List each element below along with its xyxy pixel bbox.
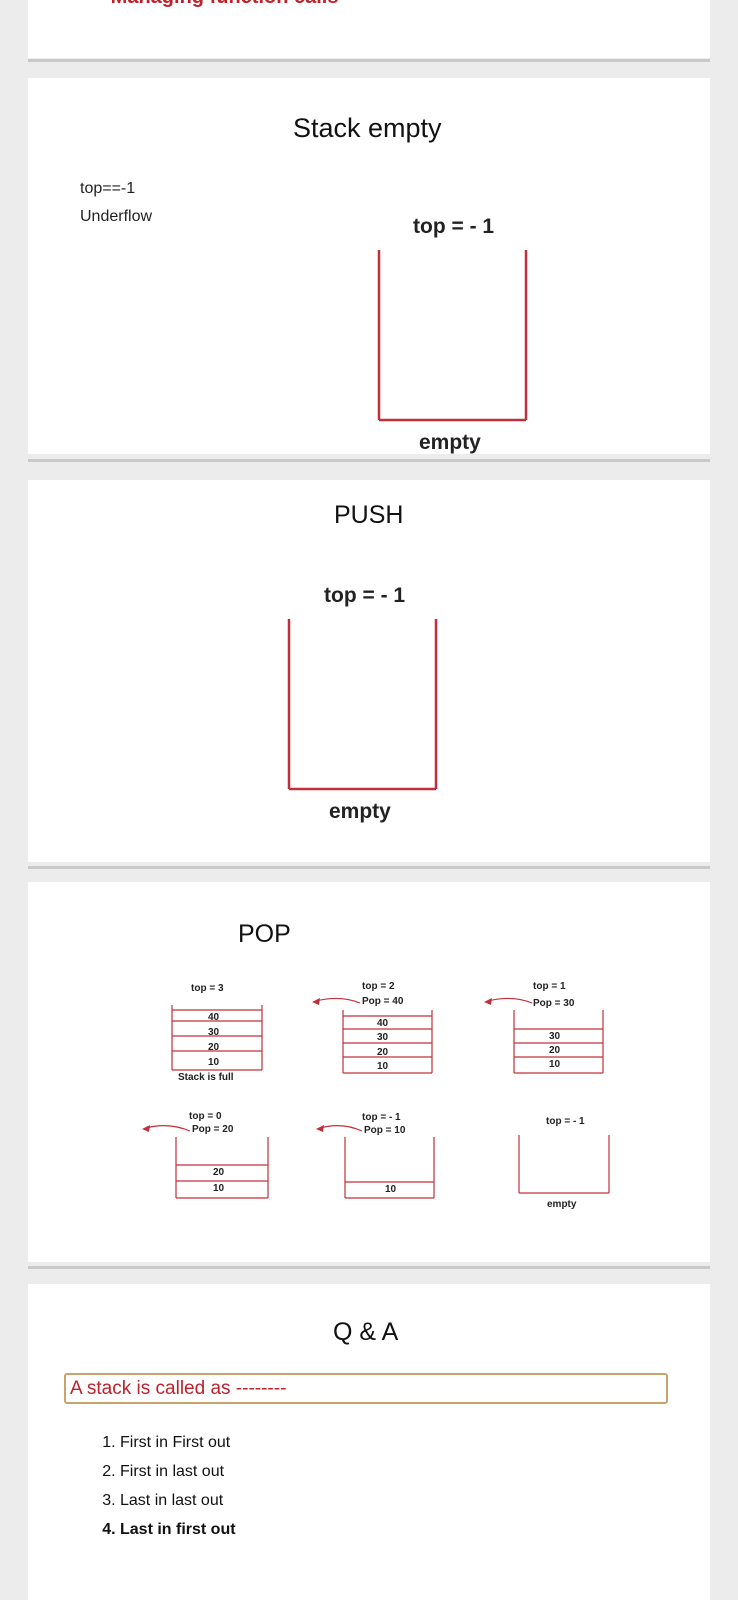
- top-label: top = - 1: [413, 215, 495, 238]
- slide-pop: [28, 882, 710, 1262]
- stack-cell-value: 10: [377, 1061, 389, 1072]
- stack-cell-value: 40: [208, 1012, 220, 1023]
- stack-cell-value: 20: [549, 1045, 561, 1056]
- stack-pop-label: Pop = 40: [362, 996, 404, 1007]
- slide-divider: [28, 59, 710, 62]
- stack-caption: empty: [547, 1199, 577, 1210]
- stack-cell-value: 40: [377, 1018, 389, 1029]
- pop-stack-3: [513, 1010, 604, 1074]
- pop-arrow: [487, 997, 533, 1004]
- pop-stack-1: [171, 1005, 263, 1071]
- answer-option[interactable]: Last in last out: [120, 1486, 236, 1515]
- question-box: A stack is called as --------: [64, 1373, 668, 1404]
- stack-cell-value: 10: [208, 1057, 220, 1068]
- empty-stack-container: [377, 250, 528, 422]
- stack-cell-value: 20: [377, 1047, 389, 1058]
- slide-top-partial: – Managing function calls: [28, 0, 710, 58]
- answer-option-correct[interactable]: Last in first out: [120, 1515, 236, 1544]
- empty-label: empty: [329, 800, 391, 823]
- stack-pop-label: Pop = 30: [533, 998, 575, 1009]
- slide-divider: [28, 459, 710, 462]
- stack-pop-label: Pop = 20: [192, 1124, 234, 1135]
- slide-qa: [28, 1284, 710, 1600]
- answer-option[interactable]: First in First out: [120, 1428, 236, 1457]
- stack-cell-value: 20: [213, 1167, 225, 1178]
- stack-cell-value: 30: [549, 1031, 561, 1042]
- stack-cell-value: 30: [208, 1027, 220, 1038]
- stack-pop-label: Pop = 10: [364, 1125, 406, 1136]
- top-label: top = - 1: [324, 584, 406, 607]
- pop-stack-5: [344, 1137, 435, 1199]
- slide-stack-empty: [28, 78, 710, 454]
- pop-stack-4: [175, 1137, 269, 1199]
- slide-title-qa: Q & A: [333, 1318, 399, 1346]
- stack-top-label: top = 2: [362, 981, 395, 992]
- underflow-text: Underflow: [80, 208, 153, 225]
- stack-top-label: top = - 1: [362, 1112, 401, 1123]
- push-stack-container: [287, 619, 438, 791]
- stack-top-label: top = 0: [189, 1111, 222, 1122]
- pop-stack-6: [518, 1135, 610, 1194]
- pop-stack-2: [342, 1010, 433, 1074]
- slide-push: [28, 480, 710, 862]
- stack-top-label: top = 1: [533, 981, 566, 992]
- slide-heading-cut: – Managing function calls: [94, 0, 338, 9]
- stack-top-label: top = - 1: [546, 1116, 585, 1127]
- condition-text: top==-1: [80, 180, 136, 197]
- slide-title-push: PUSH: [334, 501, 404, 529]
- stack-cell-value: 20: [208, 1042, 220, 1053]
- question-text: A stack is called as --------: [70, 1378, 287, 1399]
- stack-cell-value: 10: [385, 1184, 397, 1195]
- slide-divider: [28, 1266, 710, 1269]
- stack-cell-value: 10: [549, 1059, 561, 1070]
- empty-label: empty: [419, 431, 481, 454]
- slide-title-pop: POP: [238, 920, 291, 948]
- slide-divider: [28, 866, 710, 869]
- stack-cell-value: 10: [213, 1183, 225, 1194]
- stack-cell-value: 30: [377, 1032, 389, 1043]
- pop-arrow: [145, 1125, 191, 1132]
- slide-title-stack-empty: Stack empty: [293, 113, 442, 143]
- stack-top-label: top = 3: [191, 983, 224, 994]
- pop-arrow: [319, 1125, 363, 1132]
- answer-option[interactable]: First in last out: [120, 1457, 236, 1486]
- pop-arrow: [315, 997, 361, 1004]
- stack-caption: Stack is full: [178, 1072, 234, 1083]
- answer-options: First in First out First in last out Las…: [84, 1428, 236, 1544]
